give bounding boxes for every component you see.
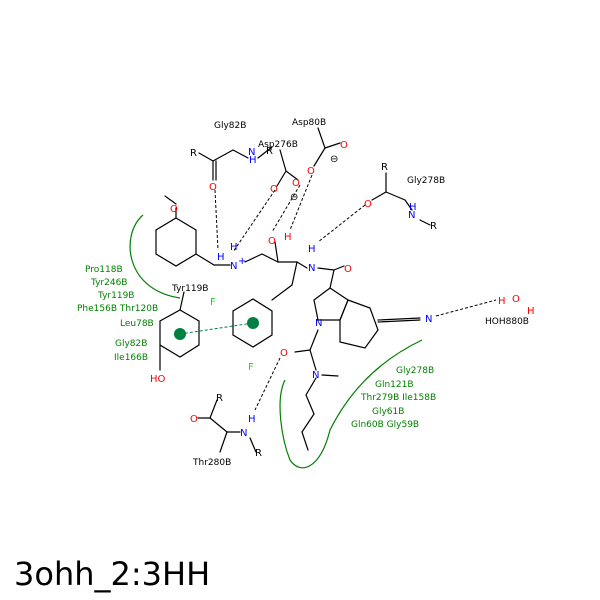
ho-tyr: HO bbox=[150, 374, 166, 385]
hyd-left-1: Tyr246B bbox=[90, 278, 127, 288]
r-gly278b-side: R bbox=[430, 221, 437, 232]
o-hydroxyl: O bbox=[268, 236, 276, 247]
o-methoxy: O bbox=[170, 204, 178, 215]
h-amine: H bbox=[217, 252, 225, 263]
hyd-left-3: Phe156B Thr120B bbox=[77, 304, 158, 314]
label-thr280b: Thr280B bbox=[192, 458, 231, 468]
butyl-carbamoyl bbox=[294, 329, 339, 451]
atom-labels: R O N H R O O ⊖ O O ⊖ R O N H R O H H N … bbox=[150, 140, 535, 459]
n-amine: N bbox=[230, 261, 237, 272]
n-carbamoyl: N bbox=[312, 370, 319, 381]
label-asp80b: Asp80B bbox=[292, 118, 326, 128]
hyd-left-4: Leu78B bbox=[120, 319, 154, 329]
pi-stack-line bbox=[179, 322, 254, 335]
label-hoh880b: HOH880B bbox=[485, 317, 529, 327]
minus-asp276b: ⊖ bbox=[290, 192, 298, 203]
hydrophobic-arc-right bbox=[279, 339, 423, 469]
central-chain bbox=[244, 241, 345, 301]
hyd-left-0: Pro118B bbox=[85, 265, 123, 275]
hydrophobic-left-labels: Pro118B Tyr246B Tyr119B Phe156B Thr120B … bbox=[77, 265, 158, 363]
o-asp80b-2: O bbox=[307, 166, 315, 177]
minus-asp80b: ⊖ bbox=[330, 154, 338, 165]
label-asp276b: Asp276B bbox=[258, 140, 298, 150]
o-carbamoyl: O bbox=[280, 348, 288, 359]
residue-labels: Gly82B Asp80B Asp276B Gly278B Tyr119B HO… bbox=[171, 118, 529, 468]
hyd-right-2: Thr279B Ile158B bbox=[360, 393, 436, 403]
n-amide: N bbox=[308, 263, 315, 274]
o-water: O bbox=[512, 294, 520, 305]
r-thr280b: R bbox=[216, 393, 223, 404]
hyd-right-1: Gln121B bbox=[375, 380, 414, 390]
h-hydroxyl: H bbox=[284, 232, 292, 243]
o-asp80b-1: O bbox=[340, 140, 348, 151]
r-asp276b: R bbox=[266, 146, 273, 157]
h-gly278b: H bbox=[409, 202, 417, 213]
h-water-1: H bbox=[498, 296, 506, 307]
hyd-left-2: Tyr119B bbox=[97, 291, 134, 301]
label-gly278b: Gly278B bbox=[407, 176, 445, 186]
label-tyr119b: Tyr119B bbox=[171, 284, 208, 294]
o-thr280b: O bbox=[190, 414, 198, 425]
h-water-2: H bbox=[527, 306, 535, 317]
r-thr280b-side: R bbox=[255, 448, 262, 459]
pi-center-ligand bbox=[247, 317, 259, 329]
gly82b-fragment bbox=[198, 146, 273, 181]
h-thr280b: H bbox=[248, 414, 256, 425]
hydrophobic-right-labels: Gly278B Gln121B Thr279B Ile158B Gly61B G… bbox=[351, 366, 436, 430]
tyr119b-ring bbox=[159, 291, 200, 371]
o-amide: O bbox=[344, 264, 352, 275]
methoxy-phenyl-ring bbox=[155, 195, 231, 267]
hyd-right-4: Gln60B Gly59B bbox=[351, 420, 419, 430]
thr280b-fragment bbox=[197, 399, 257, 453]
asp-fragments bbox=[276, 127, 341, 187]
n-nitrile: N bbox=[425, 314, 432, 325]
o-asp276b-1: O bbox=[270, 184, 278, 195]
n-thr280b: N bbox=[240, 428, 247, 439]
indole-ring bbox=[313, 287, 421, 349]
h-amine-2: H bbox=[230, 242, 238, 253]
r-gly278b-top: R bbox=[381, 162, 388, 173]
o-gly82b: O bbox=[209, 182, 217, 193]
h-amide: H bbox=[308, 244, 316, 255]
hydrophobic-arc-left bbox=[129, 214, 181, 299]
o-gly278b: O bbox=[364, 199, 372, 210]
label-gly82b: Gly82B bbox=[214, 121, 246, 131]
plus-amine: + bbox=[238, 256, 246, 267]
diagram-caption: 3ohh_2:3HH bbox=[14, 555, 210, 593]
hyd-left-5: Gly82B bbox=[115, 339, 147, 349]
pi-center-tyr bbox=[174, 328, 186, 340]
difluorophenyl-ring bbox=[232, 298, 273, 348]
hyd-right-3: Gly61B bbox=[372, 407, 404, 417]
o-asp276b-2: O bbox=[292, 178, 300, 189]
n-indole: N bbox=[315, 318, 322, 329]
hyd-right-0: Gly278B bbox=[396, 366, 434, 376]
hyd-left-6: Ile166B bbox=[114, 353, 148, 363]
n-gly278b: N bbox=[408, 210, 415, 221]
gly278b-fragment bbox=[371, 172, 431, 226]
hydrogen-bonds bbox=[214, 174, 497, 411]
n-gly82b: N bbox=[248, 147, 255, 158]
r-gly82b: R bbox=[190, 148, 197, 159]
f-1: F bbox=[210, 297, 216, 308]
h-gly82b: H bbox=[249, 155, 257, 166]
f-2: F bbox=[248, 362, 254, 373]
